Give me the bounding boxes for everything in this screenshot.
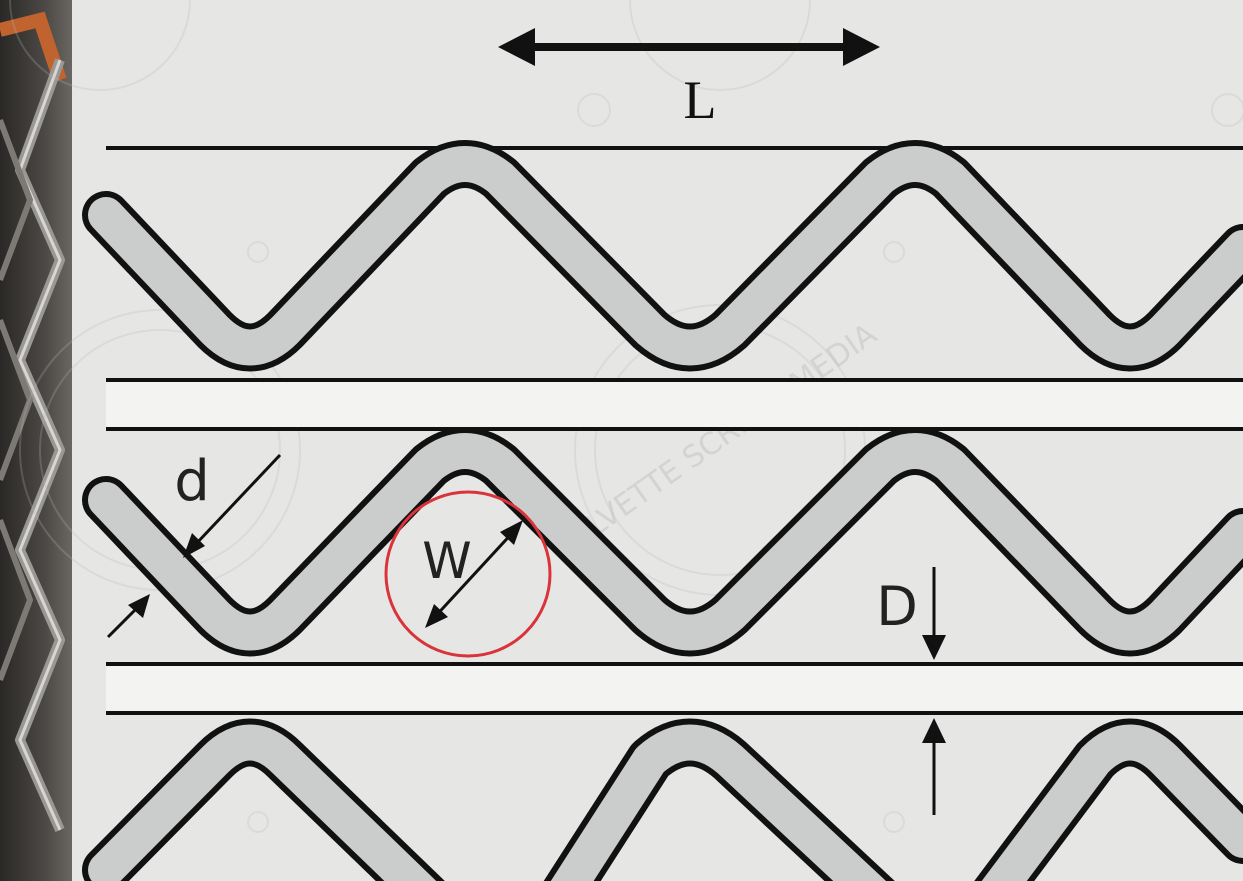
period-label: L: [684, 70, 717, 130]
lower-fin-row: [82, 718, 1243, 881]
lower-plate: [106, 662, 1243, 715]
fin-width-highlight-circle: [384, 490, 552, 658]
corrugated-metal-photo: [0, 0, 72, 881]
period-dimension-arrow: [498, 28, 880, 66]
middle-plate: [106, 378, 1243, 431]
middle-fin-row: [82, 427, 1243, 657]
fin-spacing-label: d: [174, 449, 210, 514]
plate-gap-label: D: [876, 575, 918, 638]
fin-width-dimension: [425, 520, 523, 628]
plate-gap-dimension: [922, 567, 946, 815]
upper-fin-row: [82, 140, 1243, 372]
fin-width-label: W: [422, 532, 471, 590]
fin-spacing-dimension: [106, 453, 282, 639]
